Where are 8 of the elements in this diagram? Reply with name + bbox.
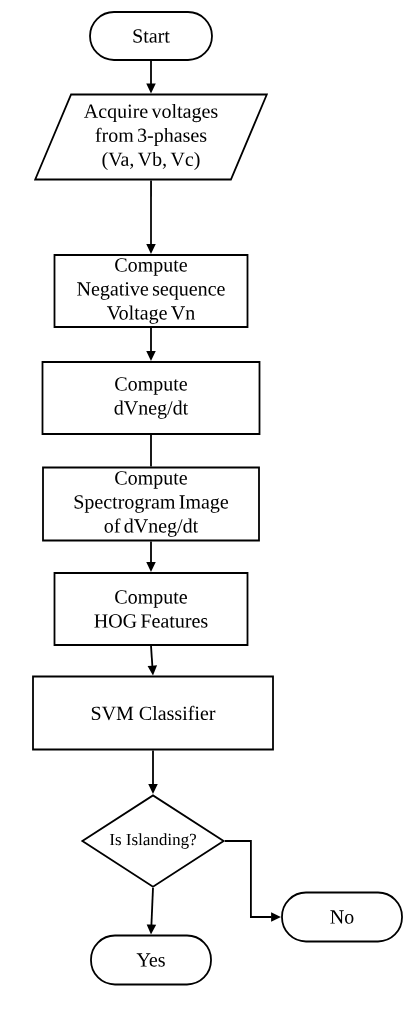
process-box: Compute dVneg/dt [41, 361, 261, 435]
process-box: SVM Classifier [32, 675, 274, 751]
process-box: Compute HOG Features [53, 572, 249, 646]
process-box: Compute Negative sequence Voltage Vn [53, 254, 249, 328]
terminal-box: Start [89, 11, 213, 61]
terminal-box: No [281, 891, 403, 943]
process-box: Compute Spectrogram Image of dVneg/dt [42, 466, 260, 542]
terminal-box: Yes [90, 934, 212, 986]
